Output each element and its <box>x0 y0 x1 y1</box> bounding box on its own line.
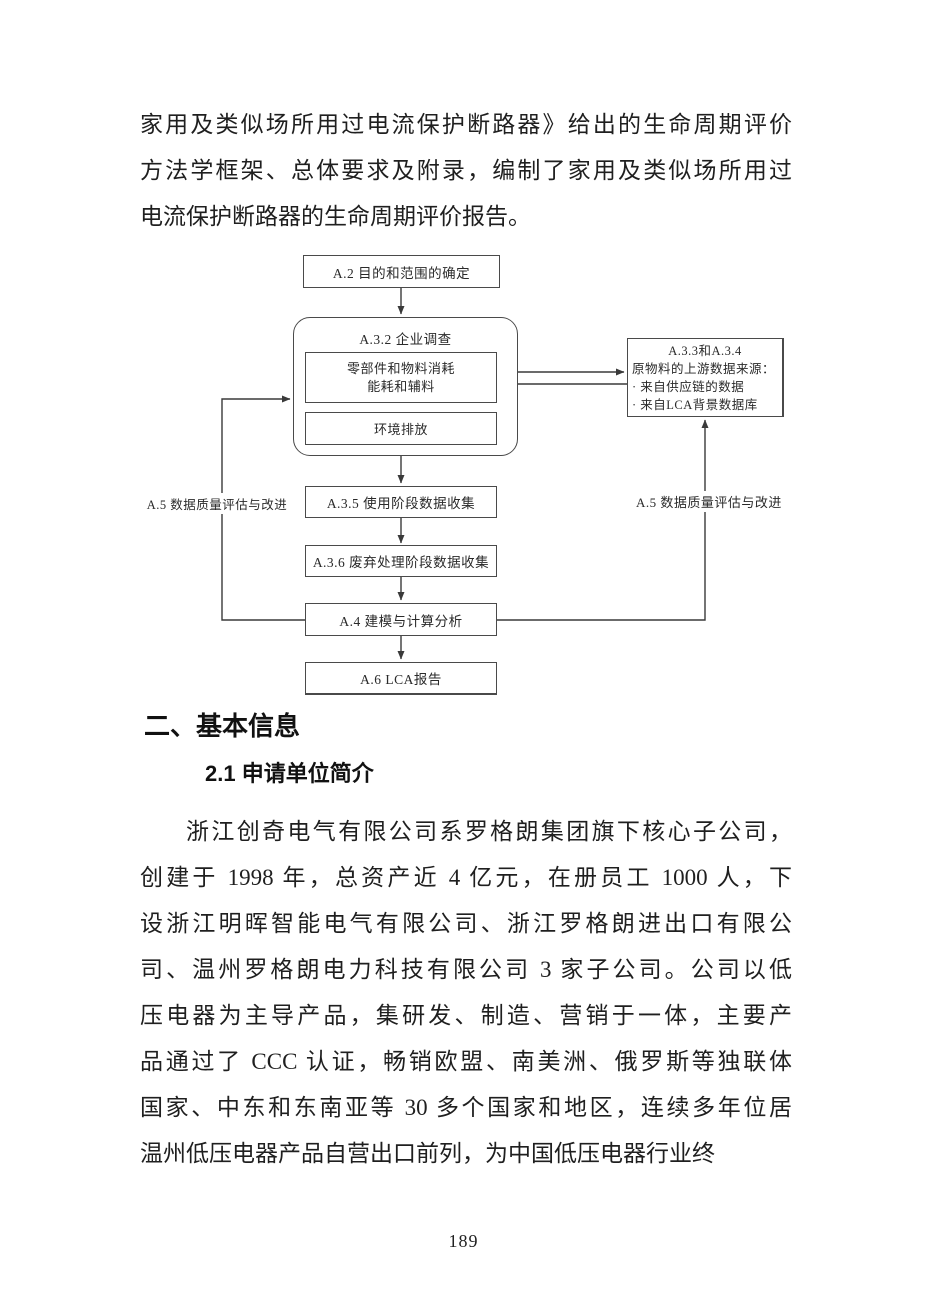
page-number: 189 <box>448 1231 479 1251</box>
flow-label-data-quality-left: A.5 数据质量评估与改进 <box>141 493 293 514</box>
text-line: 设浙江明晖智能电气有限公司、浙江罗格朗进出口有限公 <box>140 911 792 936</box>
text-line: 家用及类似场所用过电流保护断路器》给出的生命周期评价 <box>140 112 792 137</box>
flow-box-use-stage-data: A.3.5 使用阶段数据收集 <box>305 486 497 518</box>
flow-box-lca-report: A.6 LCA报告 <box>305 662 497 695</box>
text-line: · 来自LCA背景数据库 <box>632 398 758 412</box>
flow-box-upstream-data-sources: A.3.3和A.3.4 原物料的上游数据来源： · 来自供应链的数据 · 来自LCA背… <box>627 338 784 417</box>
text-line: · 来自供应链的数据 <box>632 380 745 394</box>
text-line: 浙江创奇电气有限公司系罗格朗集团旗下核心子公司， <box>186 819 792 844</box>
flow-label-data-quality-right: A.5 数据质量评估与改进 <box>626 491 792 512</box>
text-line: 国家、中东和东南亚等 30 多个国家和地区，连续多年位居 <box>140 1095 792 1120</box>
text-line: A.3.3和A.3.4 <box>668 344 742 358</box>
text-line: 电流保护断路器的生命周期评价报告。 <box>140 204 531 229</box>
text-line: 温州低压电器产品自营出口前列，为中国低压电器行业终 <box>140 1141 715 1166</box>
text-line: 创建于 1998 年，总资产近 4 亿元，在册员工 1000 人，下 <box>140 865 792 890</box>
text-line: 司、温州罗格朗电力科技有限公司 3 家子公司。公司以低 <box>140 957 792 982</box>
body-paragraph: 浙江创奇电气有限公司系罗格朗集团旗下核心子公司， 创建于 1998 年，总资产近 … <box>140 809 792 1177</box>
text-line: 品通过了 CCC 认证，畅销欧盟、南美洲、俄罗斯等独联体 <box>140 1049 792 1074</box>
flow-box-environmental-emissions: 环境排放 <box>305 412 497 445</box>
text-line: 原物料的上游数据来源： <box>632 362 776 376</box>
subsection-heading: 2.1 申请单位简介 <box>205 761 374 786</box>
flow-box-disposal-stage-data: A.3.6 废弃处理阶段数据收集 <box>305 545 497 577</box>
text-line: 压电器为主导产品，集研发、制造、营销于一体，主要产 <box>140 1003 792 1028</box>
flow-box-goal-scope: A.2 目的和范围的确定 <box>303 255 500 288</box>
flow-box-modeling-analysis: A.4 建模与计算分析 <box>305 603 497 636</box>
text-line: 零部件和物料消耗 <box>346 360 455 376</box>
text-line: 方法学框架、总体要求及附录，编制了家用及类似场所用过 <box>140 158 792 183</box>
section-heading: 二、基本信息 <box>144 711 301 741</box>
flow-box-components-materials: 零部件和物料消耗能耗和辅料 <box>305 352 497 403</box>
intro-paragraph: 家用及类似场所用过电流保护断路器》给出的生命周期评价方法学框架、总体要求及附录，… <box>140 102 792 240</box>
flow-label-enterprise-survey: A.3.2 企业调查 <box>359 332 452 347</box>
text-line: 能耗和辅料 <box>367 378 435 394</box>
